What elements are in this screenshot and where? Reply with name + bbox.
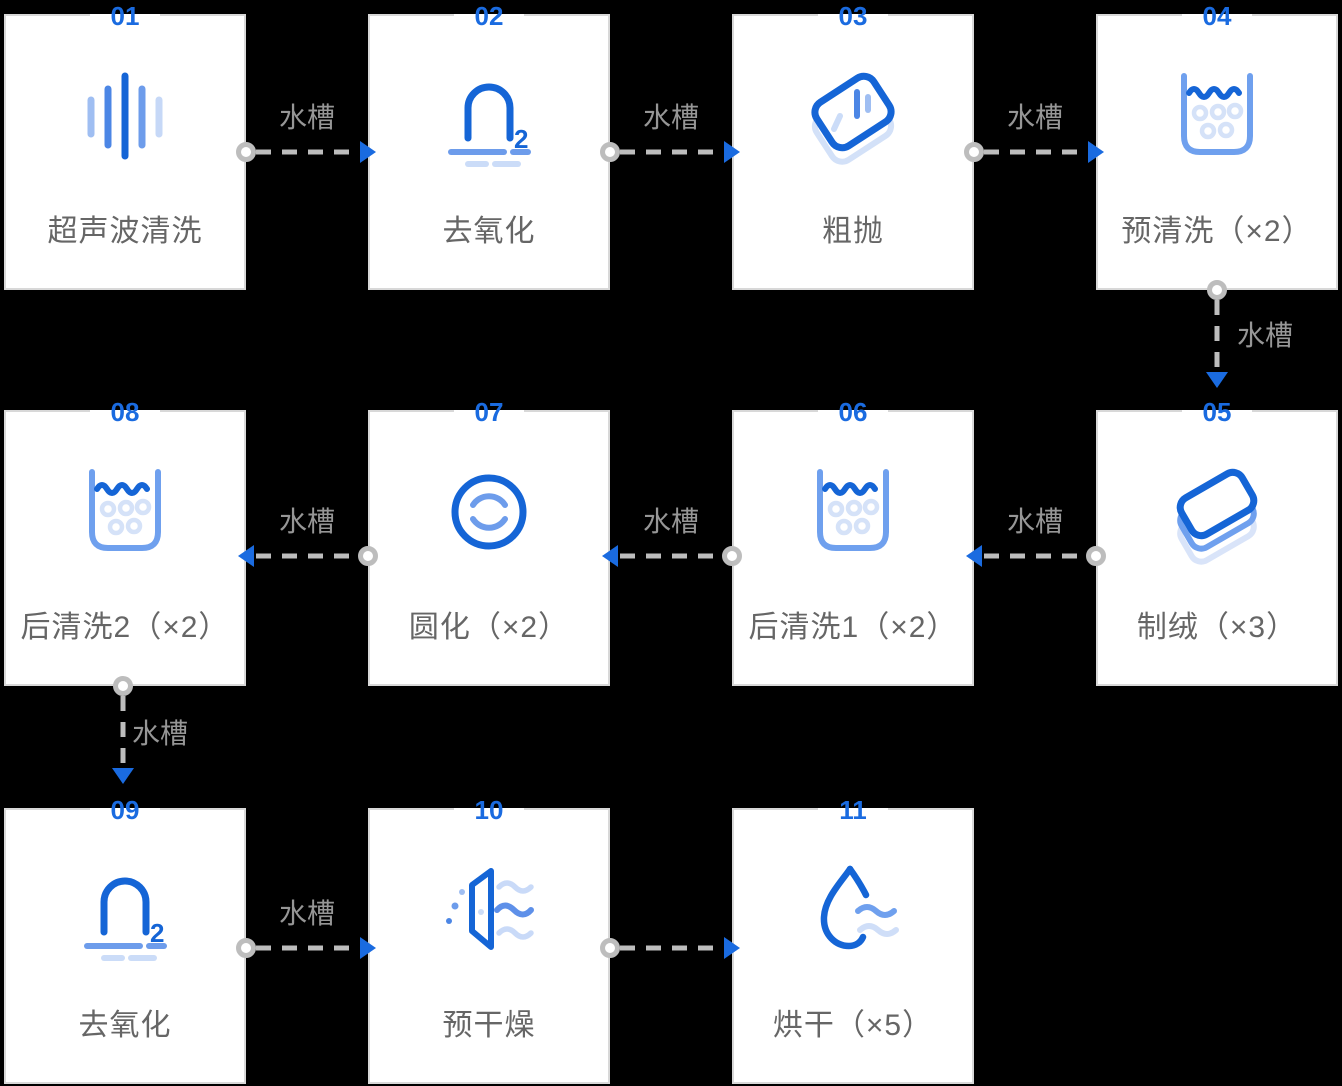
arrowhead-icon [966,545,982,567]
step-number: 05 [1182,397,1252,427]
connector-start-dot [600,938,620,958]
step-number: 09 [90,795,160,825]
connector-start-dot [722,546,742,566]
step-card-09: 09 2 去氧化 [4,795,246,1084]
step-number: 02 [454,1,524,31]
arrowhead-icon [360,141,376,163]
step-label: 圆化（×2） [408,611,570,644]
h2-arch-icon: 2 [70,854,180,966]
arrowhead-icon [1088,141,1104,163]
step-card-03: 03 粗抛 [732,1,974,290]
connector-08-09 [101,674,145,786]
connector-05-06 [962,534,1108,578]
step-label: 烘干（×5） [772,1009,934,1042]
step-label: 预清洗（×2） [1121,215,1313,248]
arrowhead-icon [238,545,254,567]
step-card-10: 10 预干燥 [368,795,610,1084]
connector-label: 水槽 [642,102,700,133]
step-card-08: 08 后清洗2（×2） [4,397,246,686]
step-number: 03 [818,1,888,31]
step-label: 后清洗1（×2） [748,611,958,644]
connector-label: 水槽 [1006,102,1064,133]
step-number: 04 [1182,1,1252,31]
step-number: 11 [818,795,888,825]
step-number: 01 [90,1,160,31]
step-label: 超声波清洗 [47,215,203,248]
connector-start-dot [236,938,256,958]
arrowhead-icon [112,768,134,784]
step-label: 去氧化 [78,1009,172,1042]
connector-start-dot [113,676,133,696]
tank-bubbles-icon [798,456,908,568]
step-card-06: 06 后清洗1（×2） [732,397,974,686]
arrowhead-icon [724,141,740,163]
step-label: 预干燥 [442,1009,536,1042]
concentric-arcs-icon [434,456,544,568]
panel-airflow-icon [434,854,544,966]
connector-07-08 [234,534,380,578]
arrowhead-icon [1206,372,1228,388]
connector-start-dot [1086,546,1106,566]
step-card-02: 02 2 去氧化 [368,1,610,290]
tank-bubbles-icon [1162,60,1272,172]
connector-01-02 [234,130,380,174]
h2-arch-icon: 2 [434,60,544,172]
step-card-04: 04 预清洗（×2） [1096,1,1338,290]
connector-start-dot [600,142,620,162]
step-card-01: 01 超声波清洗 [4,1,246,290]
connector-start-dot [964,142,984,162]
step-number: 07 [454,397,524,427]
arrowhead-icon [602,545,618,567]
step-number: 08 [90,397,160,427]
step-label: 粗抛 [822,215,884,248]
connector-label: 水槽 [642,506,700,537]
connector-label: 水槽 [278,506,336,537]
connector-label: 水槽 [278,898,336,929]
arrowhead-icon [724,937,740,959]
tank-bubbles-icon [70,456,180,568]
connector-start-dot [1207,280,1227,300]
connector-label: 水槽 [278,102,336,133]
tilted-wafer-polish-icon [798,60,908,172]
connector-09-10 [234,926,380,970]
step-card-05: 05 制绒（×3） [1096,397,1338,686]
step-number: 10 [454,795,524,825]
step-label: 去氧化 [442,215,536,248]
arrowhead-icon [360,937,376,959]
ultrasonic-waves-icon [70,60,180,172]
step-label: 制绒（×3） [1136,611,1298,644]
connector-start-dot [358,546,378,566]
connector-label: 水槽 [132,718,189,749]
svg-text:2: 2 [150,918,164,948]
connector-03-04 [962,130,1108,174]
step-card-07: 07 圆化（×2） [368,397,610,686]
connector-06-07 [598,534,744,578]
connector-start-dot [236,142,256,162]
svg-text:2: 2 [514,124,528,154]
connector-04-05 [1195,278,1239,390]
connector-10-11 [598,926,744,970]
step-number: 06 [818,397,888,427]
connector-label: 水槽 [1237,320,1294,351]
connector-label: 水槽 [1006,506,1064,537]
connector-02-03 [598,130,744,174]
droplet-waves-icon [798,854,908,966]
step-label: 后清洗2（×2） [20,611,230,644]
wafer-stack-icon [1162,456,1272,568]
step-card-11: 11 烘干（×5） [732,795,974,1084]
